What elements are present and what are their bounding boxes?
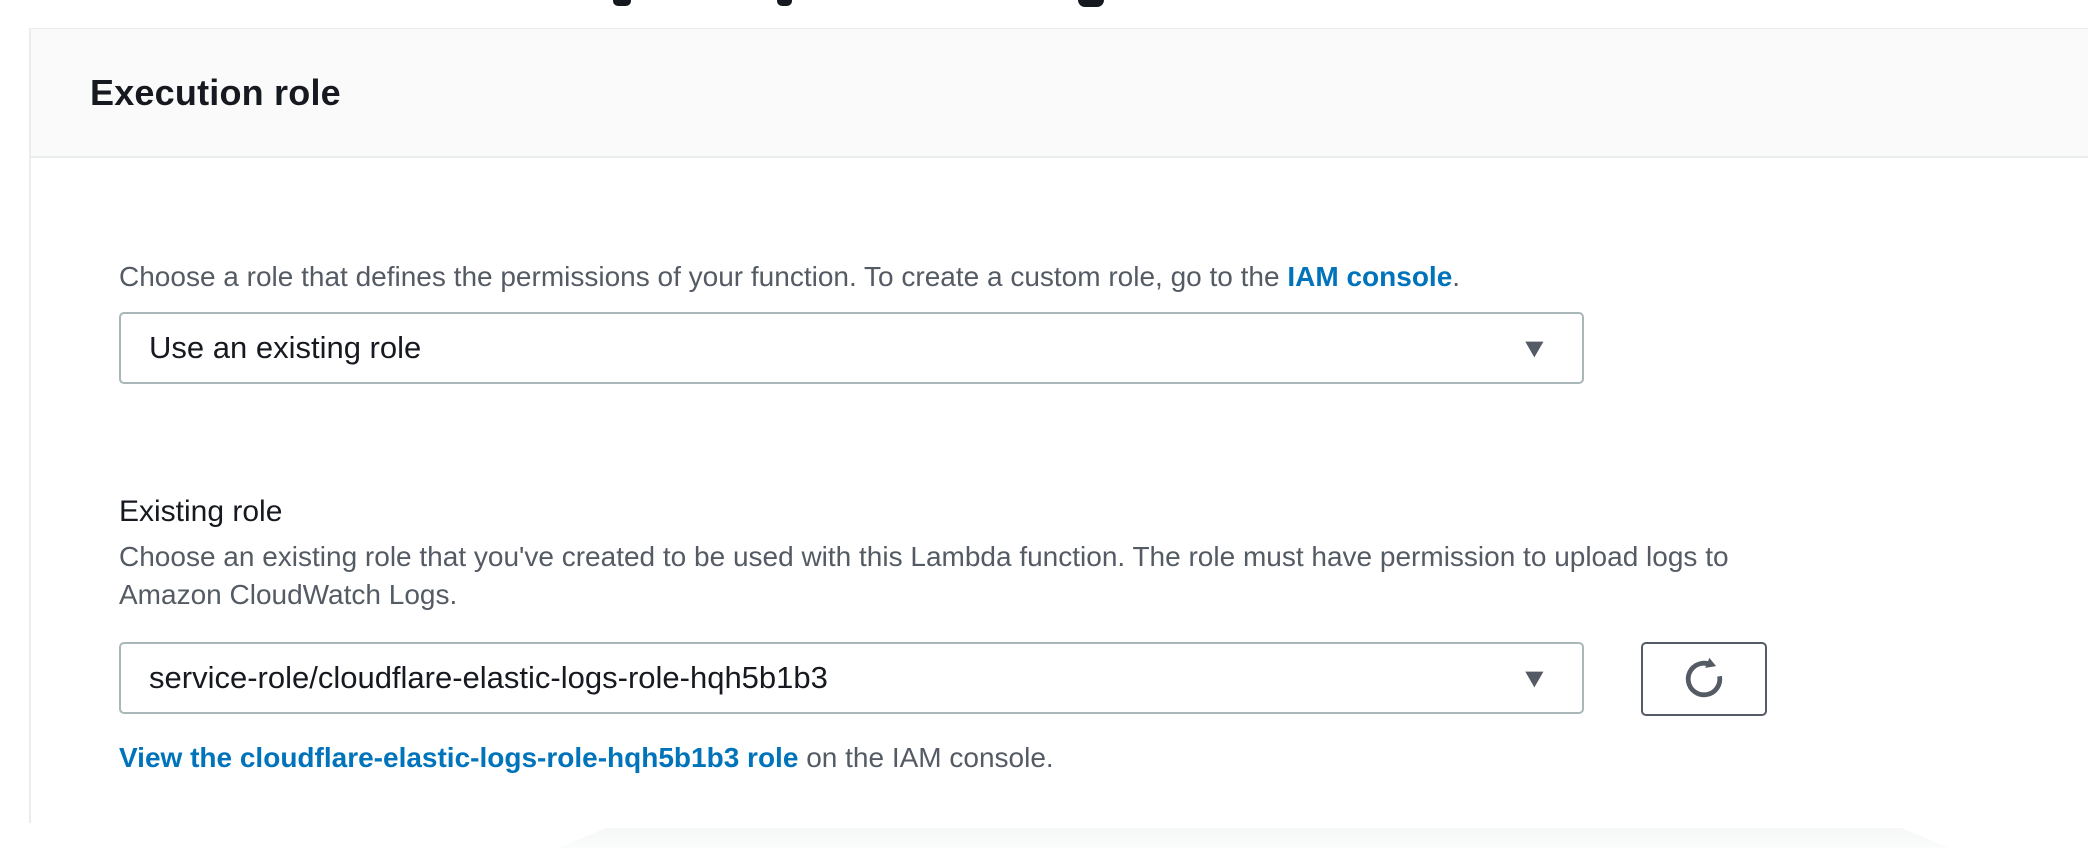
intro-text: Choose a role that defines the permissio… (119, 257, 2019, 297)
role-source-select[interactable]: Use an existing role ▼ (119, 312, 1584, 384)
chevron-down-icon: ▼ (1519, 332, 1551, 363)
existing-role-description: Choose an existing role that you've crea… (119, 538, 2079, 614)
view-role-suffix: on the IAM console. (798, 742, 1054, 773)
intro-text-after: . (1452, 261, 1461, 292)
refresh-roles-button[interactable] (1641, 642, 1767, 716)
iam-console-link[interactable]: IAM console (1287, 261, 1453, 292)
clipped-text-fragment (777, 0, 792, 6)
chevron-down-icon: ▼ (1519, 662, 1551, 693)
execution-role-card-header: Execution role (31, 29, 2088, 158)
intro-text-before: Choose a role that defines the permissio… (119, 261, 1288, 292)
existing-role-select[interactable]: service-role/cloudflare-elastic-logs-rol… (119, 642, 1584, 714)
clipped-text-fragment (1078, 0, 1104, 7)
existing-role-description-line2: Amazon CloudWatch Logs. (119, 579, 458, 610)
next-section-edge (558, 828, 1950, 848)
existing-role-description-line1: Choose an existing role that you've crea… (119, 541, 1729, 572)
execution-role-card: Execution role Choose a role that define… (29, 28, 2088, 823)
existing-role-label: Existing role (119, 495, 283, 528)
role-source-select-value: Use an existing role (149, 330, 422, 365)
refresh-icon (1681, 656, 1727, 702)
section-title: Execution role (90, 71, 341, 113)
view-role-link[interactable]: View the cloudflare-elastic-logs-role-hq… (119, 742, 799, 773)
clipped-text-fragment (613, 0, 631, 6)
view-role-line: View the cloudflare-elastic-logs-role-hq… (119, 742, 1054, 774)
existing-role-select-value: service-role/cloudflare-elastic-logs-rol… (149, 660, 828, 695)
